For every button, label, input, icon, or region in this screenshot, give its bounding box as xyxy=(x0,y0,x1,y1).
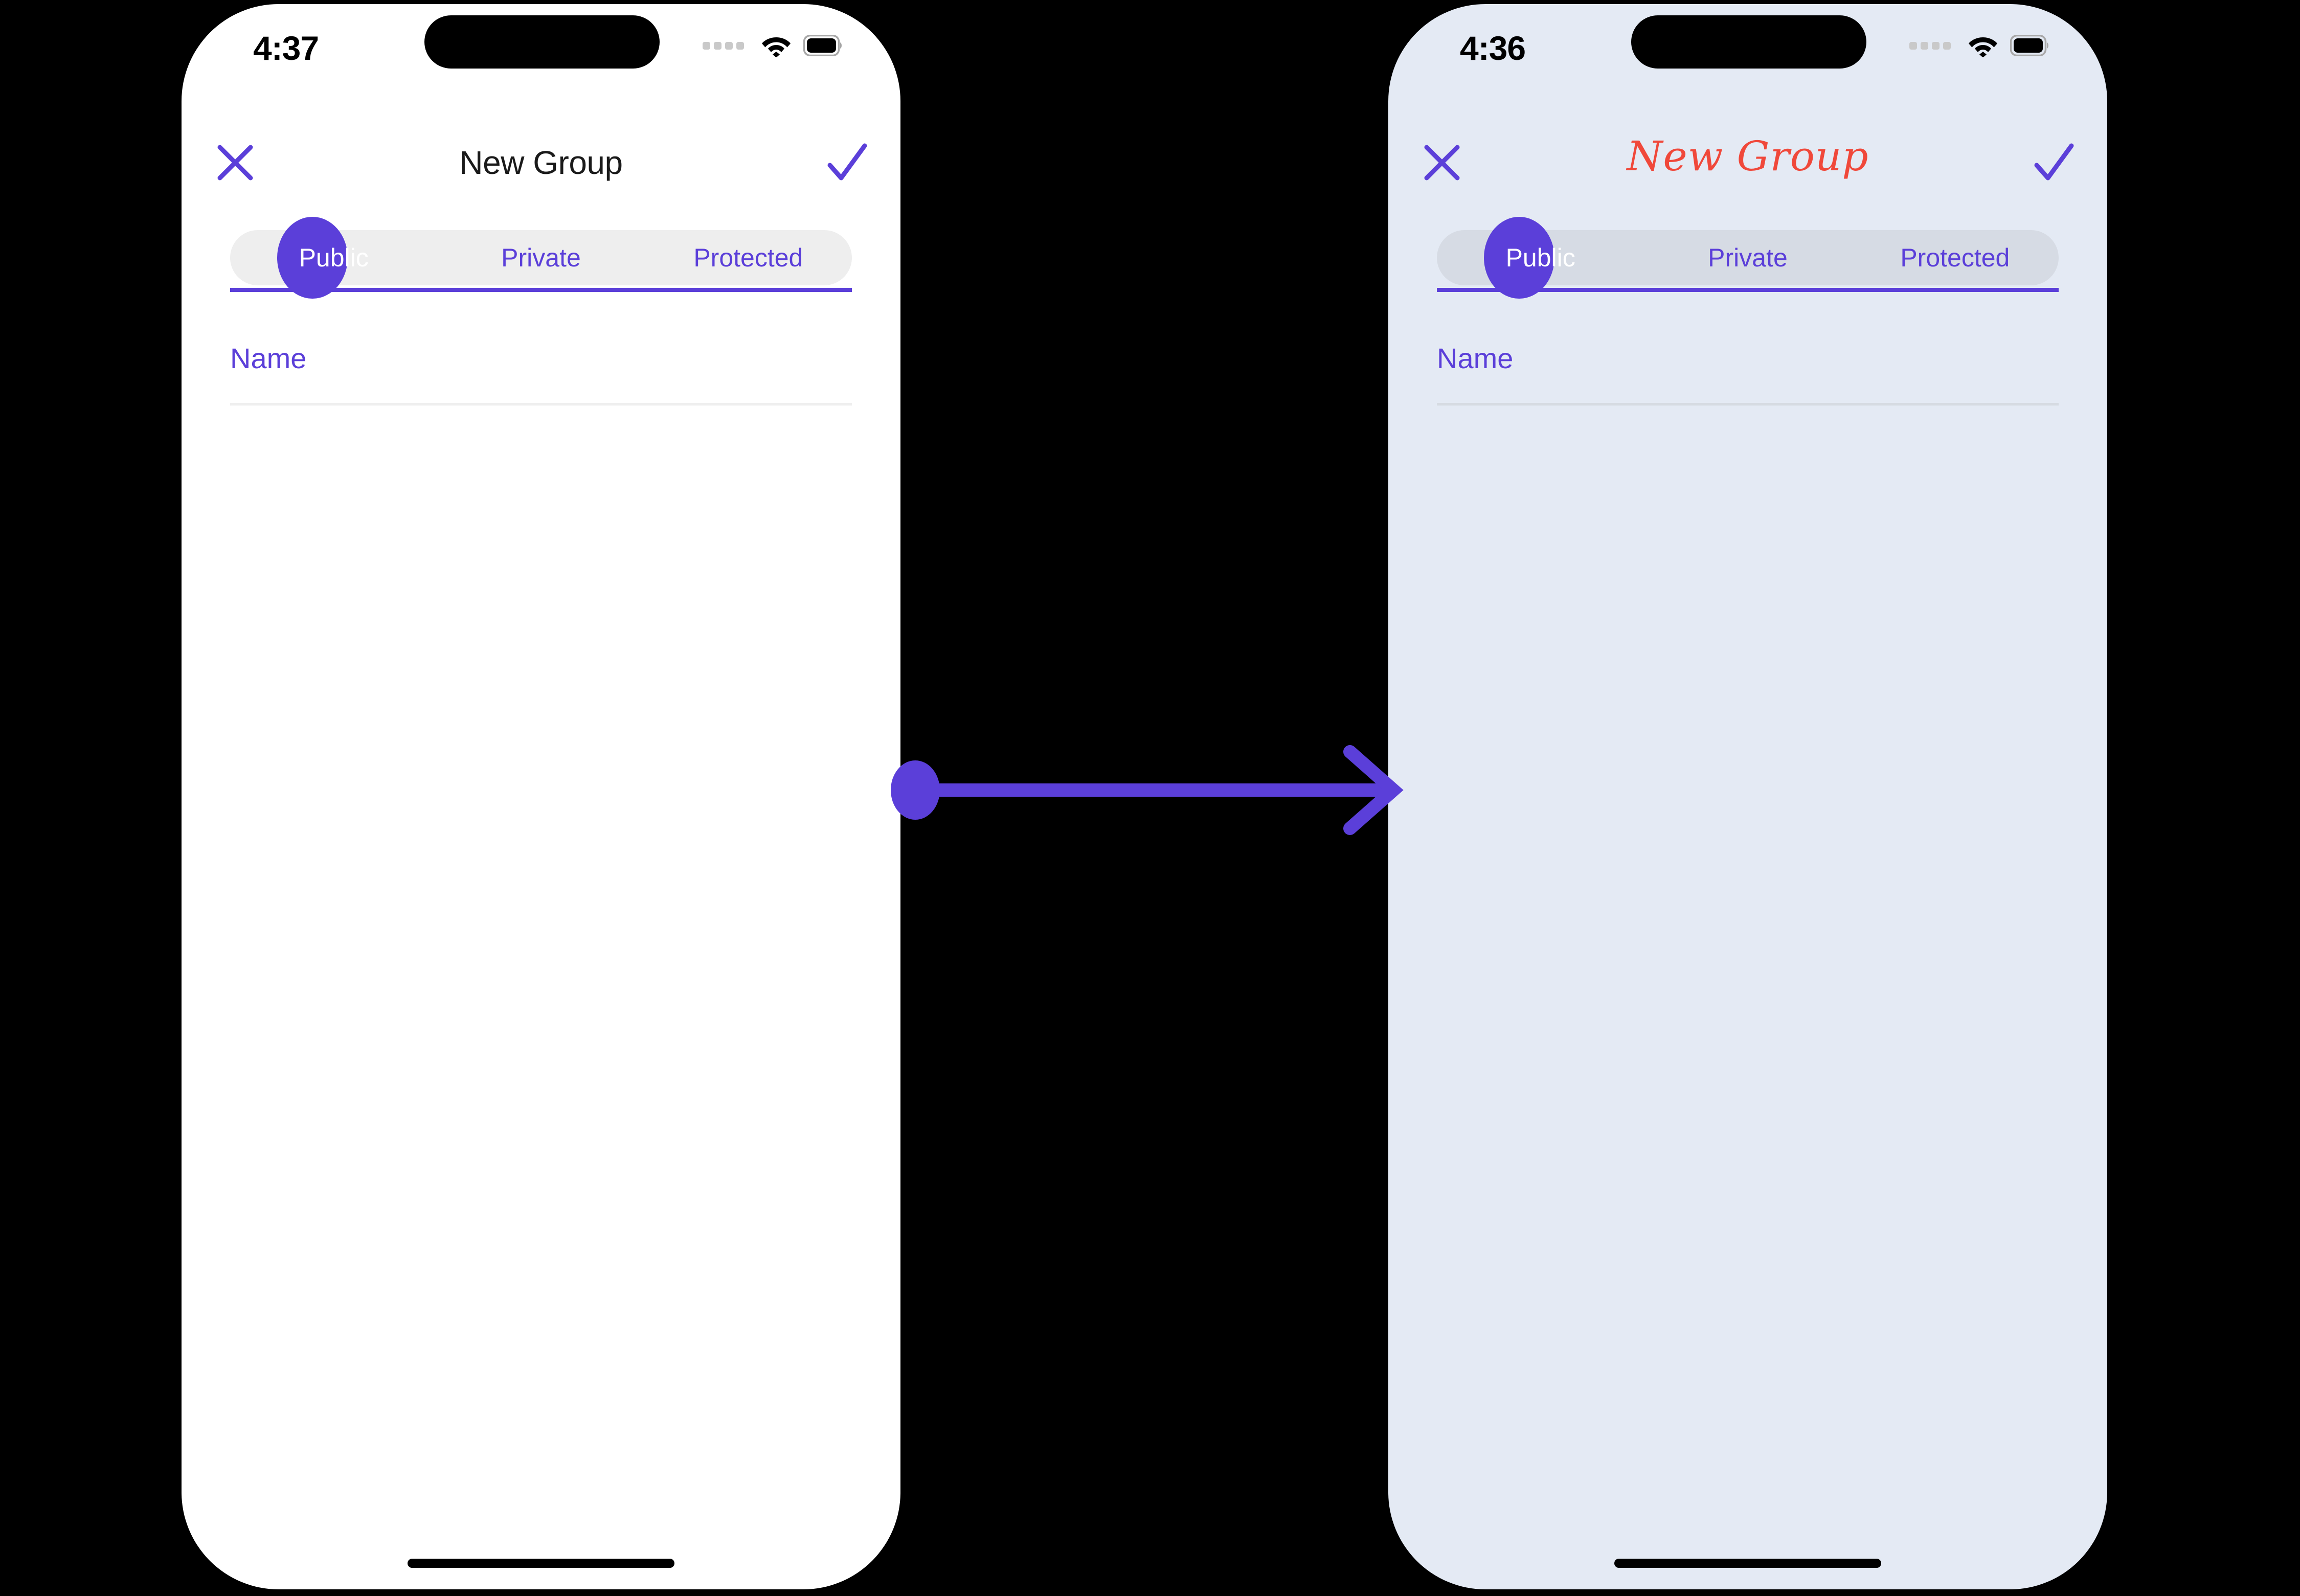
segmented-control-underline xyxy=(1437,288,2059,292)
cellular-dots-icon xyxy=(703,41,744,50)
phone-screen-before: 4:37 New Group xyxy=(182,4,900,1589)
segmented-control-selected-indicator xyxy=(277,217,348,299)
dynamic-island xyxy=(1631,15,1866,69)
segmented-control-items: Public Private Protected xyxy=(230,230,852,285)
status-bar: 4:36 xyxy=(1388,4,2107,94)
name-input-field[interactable]: Name xyxy=(230,342,852,406)
tab-protected[interactable]: Protected xyxy=(1900,243,2010,272)
home-indicator xyxy=(408,1559,674,1568)
battery-full-icon xyxy=(2010,35,2050,56)
wifi-icon xyxy=(760,34,792,57)
tab-private[interactable]: Private xyxy=(501,243,581,272)
name-input-underline xyxy=(230,403,852,406)
name-input-field[interactable]: Name xyxy=(1437,342,2059,406)
status-time: 4:37 xyxy=(253,29,319,67)
segmented-control-items: Public Private Protected xyxy=(1437,230,2059,285)
segmented-control-underline xyxy=(230,288,852,292)
phone-screen-after: 4:36 New Group xyxy=(1388,4,2107,1589)
name-input-underline xyxy=(1437,403,2059,406)
status-bar: 4:37 xyxy=(182,4,900,94)
status-time: 4:36 xyxy=(1460,29,1526,67)
page-title: New Group xyxy=(1627,132,1869,180)
close-x-icon[interactable] xyxy=(1414,134,1470,191)
status-indicators xyxy=(703,34,843,57)
segmented-control[interactable]: Public Private Protected xyxy=(1437,217,2059,299)
checkmark-icon[interactable] xyxy=(2025,134,2082,191)
dynamic-island xyxy=(424,15,660,69)
segmented-control[interactable]: Public Private Protected xyxy=(230,217,852,299)
tab-private[interactable]: Private xyxy=(1708,243,1788,272)
close-x-icon[interactable] xyxy=(207,134,263,191)
home-indicator xyxy=(1614,1559,1881,1568)
cellular-dots-icon xyxy=(1909,41,1951,50)
checkmark-icon[interactable] xyxy=(819,134,875,191)
page-title: New Group xyxy=(459,144,623,181)
status-indicators xyxy=(1909,34,2050,57)
nav-bar: New Group xyxy=(1388,132,2107,196)
segmented-control-selected-indicator xyxy=(1484,217,1554,299)
name-input-placeholder: Name xyxy=(1437,342,1514,374)
wifi-icon xyxy=(1967,34,1999,57)
nav-bar: New Group xyxy=(182,134,900,196)
tab-public[interactable]: Public xyxy=(1505,243,1575,272)
arrow-right-icon xyxy=(890,736,1406,844)
tab-protected[interactable]: Protected xyxy=(693,243,803,272)
name-input-placeholder: Name xyxy=(230,342,307,374)
tab-public[interactable]: Public xyxy=(299,243,369,272)
battery-full-icon xyxy=(803,35,843,56)
